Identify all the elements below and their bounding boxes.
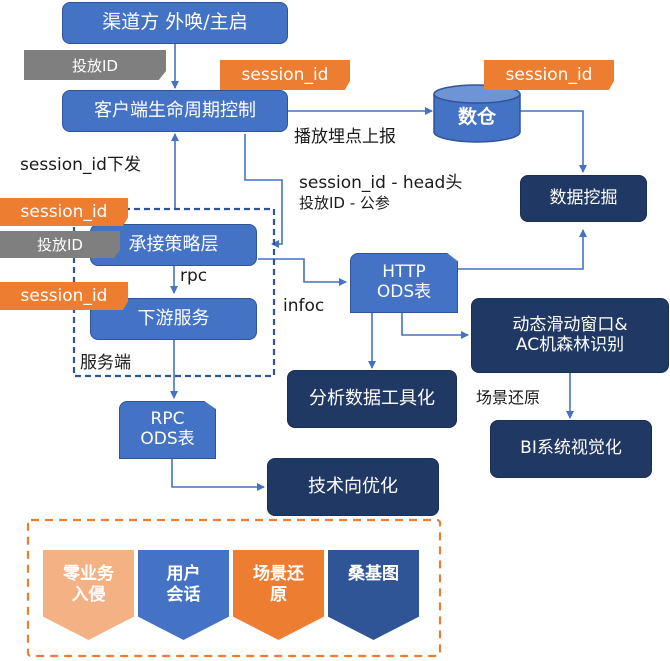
outcome-badge-text: 桑基图 (348, 564, 399, 585)
node-rpc-ods-line2: ODS表 (140, 429, 195, 449)
tag-session-client-label: session_id (241, 65, 329, 85)
node-analysis-tools: 分析数据工具化 (287, 370, 457, 428)
label-infoc: infoc (283, 296, 325, 316)
label-rpc: rpc (180, 266, 208, 286)
node-bi-visual-label: BI系统视觉化 (520, 438, 622, 459)
outcome-badge-text: 零业务入侵 (63, 564, 114, 607)
node-client-lifecycle-label: 客户端生命周期控制 (94, 99, 256, 121)
tag-launch-id-access: 投放ID (0, 231, 120, 258)
arrow-access-to-http (258, 258, 347, 286)
node-analysis-tools-label: 分析数据工具化 (309, 387, 435, 409)
node-data-warehouse-label: 数仓 (457, 105, 496, 128)
arrow-warehouse-to-mining (520, 110, 587, 173)
arrow-http-to-mining (458, 229, 587, 270)
label-session-down: session_id下发 (20, 155, 141, 175)
outcomes-group (26, 518, 442, 658)
tag-session-access-label: session_id (20, 202, 108, 222)
node-client-lifecycle: 客户端生命周期控制 (62, 90, 288, 132)
node-rpc-ods-line1: RPC (150, 409, 185, 430)
tag-session-client: session_id (220, 60, 350, 90)
node-bi-visual: BI系统视觉化 (490, 420, 652, 478)
node-data-mining-label: 数据挖掘 (549, 187, 618, 208)
tag-launch-id-top-label: 投放ID (72, 56, 118, 75)
outcome-badge-text: 场景还原 (253, 564, 304, 607)
outcome-line2: 会话 (166, 585, 201, 606)
node-rpc-ods: RPC ODS表 (119, 401, 216, 459)
node-access-strategy-label: 承接策略层 (128, 233, 219, 255)
tag-session-access: session_id (0, 198, 128, 226)
tag-launch-id-top: 投放ID (24, 50, 166, 80)
tag-session-warehouse: session_id (484, 60, 614, 90)
outcome-line1: 场景还 (253, 564, 304, 584)
node-downstream-service-label: 下游服务 (137, 307, 210, 329)
node-channel: 渠道方 外唤/主启 (62, 2, 288, 44)
node-sliding-window-line1: 动态滑动窗口& (512, 314, 628, 335)
node-tech-optimization-label: 技术向优化 (308, 475, 398, 497)
tag-session-downstream-label: session_id (20, 286, 108, 306)
node-data-mining: 数据挖掘 (520, 175, 647, 222)
label-session-head: session_id - head头 (299, 173, 463, 193)
arrow-http-to-window (401, 312, 469, 339)
label-launch-param: 投放ID - 公参 (299, 194, 390, 212)
tag-session-downstream: session_id (0, 282, 128, 310)
tag-launch-id-access-label: 投放ID (37, 236, 83, 254)
outcome-badge-text: 用户会话 (167, 564, 201, 607)
arrow-client-to-access (244, 134, 283, 248)
node-http-ods: HTTP ODS表 (350, 253, 458, 313)
label-server-side: 服务端 (80, 353, 131, 373)
node-channel-label: 渠道方 外唤/主启 (102, 11, 248, 34)
node-tech-optimization: 技术向优化 (267, 458, 439, 516)
node-sliding-window: 动态滑动窗口& AC机森林识别 (471, 298, 669, 373)
tag-session-warehouse-label: session_id (505, 65, 593, 85)
outcome-line2: 原 (270, 585, 287, 606)
outcome-line1: 零业务 (63, 564, 114, 584)
label-scene-restore: 场景还原 (476, 388, 541, 407)
node-http-ods-line1: HTTP (382, 262, 426, 283)
outcome-line1: 用户 (166, 564, 201, 584)
outcome-line1: 桑基图 (348, 564, 399, 584)
node-sliding-window-line2: AC机森林识别 (515, 334, 625, 355)
node-http-ods-line2: ODS表 (376, 282, 432, 302)
arrow-rpc-to-tech (171, 458, 265, 491)
label-report: 播放埋点上报 (294, 127, 396, 147)
outcome-line2: 入侵 (71, 585, 106, 606)
